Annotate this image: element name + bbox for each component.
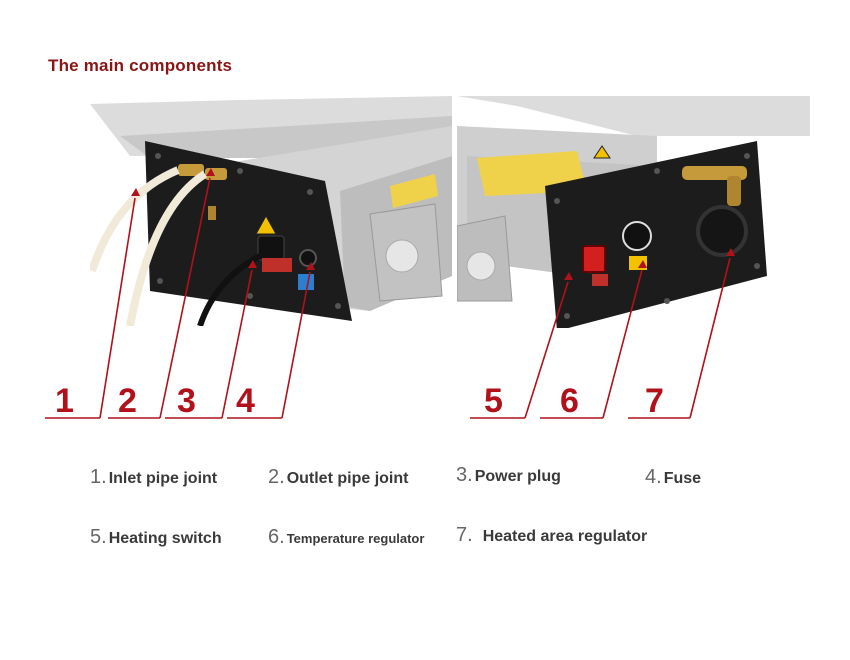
callout-number-6: 6 bbox=[560, 382, 579, 420]
legend-number: 3. bbox=[456, 464, 473, 486]
legend-item-outlet-pipe-joint: 2.Outlet pipe joint bbox=[268, 466, 408, 489]
callout-number-4: 4 bbox=[236, 382, 255, 420]
legend-label: Heated area regulator bbox=[482, 528, 648, 545]
callout-number-2: 2 bbox=[118, 382, 137, 420]
legend-label: Heating switch bbox=[108, 530, 222, 547]
callout-number-1: 1 bbox=[55, 382, 74, 420]
legend-number: 2. bbox=[268, 466, 285, 488]
legend-label: Inlet pipe joint bbox=[108, 470, 218, 487]
callout-number-7: 7 bbox=[645, 382, 664, 420]
legend-label: Outlet pipe joint bbox=[286, 470, 409, 487]
machine-right-photo bbox=[457, 96, 810, 328]
callout-number-5: 5 bbox=[484, 382, 503, 420]
legend-item-heating-switch: 5.Heating switch bbox=[90, 526, 222, 549]
page-title: The main components bbox=[48, 56, 233, 75]
legend-item-power-plug: 3.Power plug bbox=[456, 464, 561, 487]
legend-item-temperature-regulator: 6.Temperature regulator bbox=[268, 526, 424, 549]
callout-number-3: 3 bbox=[177, 382, 196, 420]
legend-item-fuse: 4.Fuse bbox=[645, 466, 701, 489]
legend-number: 7. bbox=[456, 524, 473, 546]
legend-number: 5. bbox=[90, 526, 107, 548]
legend-item-inlet-pipe-joint: 1.Inlet pipe joint bbox=[90, 466, 217, 489]
legend-number: 1. bbox=[90, 466, 107, 488]
legend-label: Fuse bbox=[663, 470, 702, 487]
machine-left-photo bbox=[90, 96, 452, 326]
legend-label: Temperature regulator bbox=[286, 531, 425, 546]
legend-number: 6. bbox=[268, 526, 285, 548]
legend-label: Power plug bbox=[474, 468, 561, 485]
legend-number: 4. bbox=[645, 466, 662, 488]
legend-item-heated-area-regulator: 7. Heated area regulator bbox=[456, 524, 647, 547]
